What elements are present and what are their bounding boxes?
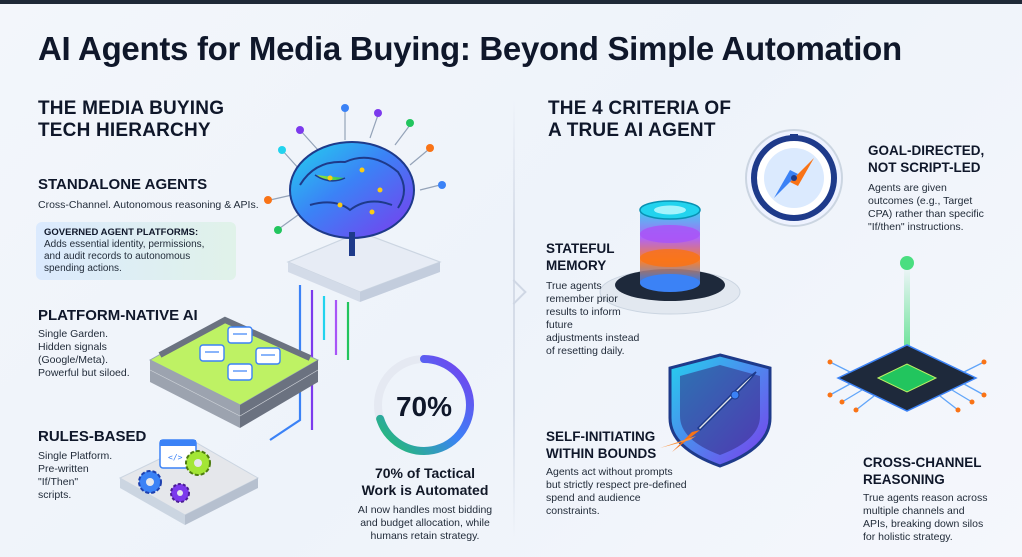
self-initiating-desc-3: spend and audience [546, 492, 641, 504]
brain-icon [264, 104, 446, 302]
rules-based-title: RULES-BASED [38, 428, 147, 445]
cross-channel-title-2: REASONING [863, 472, 945, 487]
stat-desc: AI now handles most bidding and budget a… [340, 504, 510, 543]
stateful-memory-desc-2: remember prior [546, 293, 618, 305]
goal-directed-title: GOAL-DIRECTED, NOT SCRIPT-LED [868, 142, 984, 176]
platform-native-desc-2: Hidden signals [38, 341, 107, 353]
criteria-heading-line1: THE 4 CRITERIA OF [548, 98, 732, 119]
hierarchy-heading-line1: THE MEDIA BUYING [38, 98, 225, 119]
platform-native-desc-1: Single Garden. [38, 328, 109, 340]
cross-channel-title: CROSS-CHANNEL REASONING [863, 454, 982, 488]
goal-directed-desc-3: CPA) rather than specific [868, 208, 984, 220]
stat-title: 70% of Tactical Work is Automated [340, 465, 510, 499]
cross-channel-desc: True agents reason across multiple chann… [863, 492, 988, 544]
gears-icon: </> [118, 439, 260, 525]
cross-channel-title-1: CROSS-CHANNEL [863, 455, 982, 470]
automation-percent: 70% [396, 391, 452, 422]
stateful-memory-title-2: MEMORY [546, 258, 607, 273]
hierarchy-heading-line2: TECH HIERARCHY [38, 120, 211, 141]
standalone-agents-title: STANDALONE AGENTS [38, 176, 208, 193]
self-initiating-title-1: SELF-INITIATING [546, 429, 656, 444]
goal-directed-title-2: NOT SCRIPT-LED [868, 160, 981, 175]
stateful-memory-desc: True agents remember prior results to in… [546, 280, 639, 358]
platform-native-desc-3: (Google/Meta). [38, 354, 109, 366]
rules-based-desc: Single Platform. Pre-written "If/Then" s… [38, 450, 112, 502]
cross-channel-desc-3: APIs, breaking down silos [863, 518, 984, 530]
hierarchy-heading: THE MEDIA BUYING TECH HIERARCHY [38, 98, 224, 142]
platform-native-title: PLATFORM-NATIVE AI [38, 307, 198, 324]
platform-native-desc-4: Powerful but siloed. [38, 367, 130, 379]
cross-channel-desc-2: multiple channels and [863, 505, 965, 517]
rules-based-desc-1: Single Platform. [38, 450, 113, 462]
top-bar [0, 0, 1022, 4]
page-title: AI Agents for Media Buying: Beyond Simpl… [38, 30, 902, 67]
self-initiating-desc: Agents act without prompts but strictly … [546, 466, 687, 518]
stateful-memory-desc-1: True agents [546, 280, 602, 292]
cross-channel-desc-4: for holistic strategy. [863, 531, 953, 543]
criteria-heading-line2: A TRUE AI AGENT [548, 120, 716, 141]
stateful-memory-desc-5: adjustments instead [546, 332, 640, 344]
goal-directed-desc-4: "If/then" instructions. [868, 221, 964, 233]
rules-based-desc-3: "If/Then" [38, 476, 79, 488]
rocket-shield-icon [660, 353, 772, 468]
goal-directed-title-1: GOAL-DIRECTED, [868, 143, 985, 158]
governed-platforms-title: GOVERNED AGENT PLATFORMS: [44, 227, 199, 238]
rules-based-desc-4: scripts. [38, 489, 72, 501]
stateful-memory-title: STATEFUL MEMORY [546, 240, 615, 274]
cross-channel-desc-1: True agents reason across [863, 492, 988, 504]
stateful-memory-desc-3: results to inform [546, 306, 621, 318]
stat-title-line2: Work is Automated [361, 482, 489, 498]
section-divider [513, 100, 515, 540]
platform-native-desc: Single Garden. Hidden signals (Google/Me… [38, 328, 130, 380]
governed-platforms-desc-2: and audit records to autonomous [44, 251, 191, 262]
self-initiating-title-2: WITHIN BOUNDS [546, 446, 657, 461]
rules-based-desc-2: Pre-written [38, 463, 89, 475]
governed-platforms-desc-1: Adds essential identity, permissions, [44, 239, 205, 250]
goal-directed-desc-1: Agents are given [868, 182, 947, 194]
stat-desc-line1: AI now handles most bidding [357, 504, 493, 516]
svg-text:</>: </> [168, 453, 183, 462]
automation-ring [374, 355, 474, 455]
stat-desc-line3: humans retain strategy. [370, 530, 480, 542]
governed-platforms-box: GOVERNED AGENT PLATFORMS: Adds essential… [36, 222, 236, 280]
stat-title-line1: 70% of Tactical [374, 465, 476, 481]
automation-ring-progress [374, 355, 474, 455]
self-initiating-desc-2: but strictly respect pre-defined [546, 479, 687, 491]
stateful-memory-title-1: STATEFUL [546, 241, 615, 256]
stat-desc-line2: and budget allocation, while [360, 517, 490, 529]
goal-directed-desc: Agents are given outcomes (e.g., Target … [868, 182, 984, 234]
self-initiating-title: SELF-INITIATING WITHIN BOUNDS [546, 428, 656, 462]
governed-platforms-desc-3: spending actions. [44, 263, 122, 274]
chip-network-icon [827, 256, 987, 413]
criteria-heading: THE 4 CRITERIA OF A TRUE AI AGENT [548, 98, 731, 142]
stateful-memory-desc-6: of resetting daily. [546, 345, 625, 357]
goal-directed-desc-2: outcomes (e.g., Target [868, 195, 973, 207]
compass-icon [745, 129, 843, 227]
self-initiating-desc-1: Agents act without prompts [546, 466, 673, 478]
memory-stack-icon [599, 200, 741, 315]
standalone-agents-desc: Cross-Channel. Autonomous reasoning & AP… [38, 199, 259, 211]
self-initiating-desc-4: constraints. [546, 505, 600, 517]
stateful-memory-desc-4: future [546, 319, 573, 331]
walled-garden-icon [148, 316, 320, 428]
